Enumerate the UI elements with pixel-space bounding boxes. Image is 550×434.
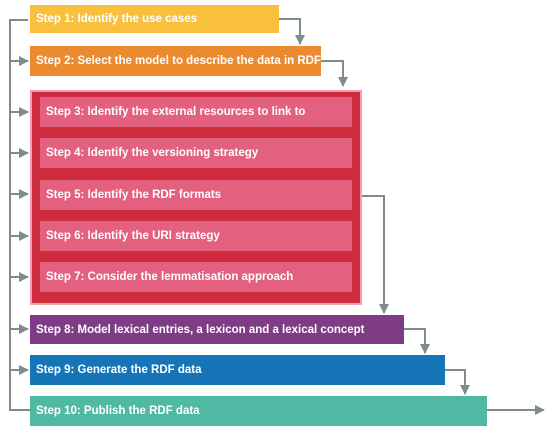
step-10-label: Step 10: Publish the RDF data [36,405,200,417]
step-7-box: Step 7: Consider the lemmatisation appro… [40,262,352,292]
step-10-box: Step 10: Publish the RDF data [30,396,487,426]
step-4-box: Step 4: Identify the versioning strategy [40,138,352,168]
feedback-line [9,19,30,411]
step-2-label: Step 2: Select the model to describe the… [36,55,322,67]
step-8-label: Step 8: Model lexical entries, a lexicon… [36,323,365,336]
steps-3-7-group-border [30,90,362,305]
step-8-box: Step 8: Model lexical entries, a lexicon… [30,315,404,344]
arrow-s8-s9 [404,328,430,354]
step-5-box: Step 5: Identify the RDF formats [40,180,352,210]
step-4-label: Step 4: Identify the versioning strategy [46,147,259,159]
step-7-label: Step 7: Consider the lemmatisation appro… [46,271,294,283]
step-3-box: Step 3: Identify the external resources … [40,97,352,127]
step-1-box: Step 1: Identify the use cases [30,5,279,33]
step-6-box: Step 6: Identify the URI strategy [40,221,352,251]
step-6-label: Step 6: Identify the URI strategy [46,230,220,242]
arrow-s1-s2 [279,18,305,45]
arrow-s9-s10 [445,369,470,395]
step-3-label: Step 3: Identify the external resources … [46,106,306,118]
step-2-box: Step 2: Select the model to describe the… [30,46,321,76]
step-5-label: Step 5: Identify the RDF formats [46,189,222,201]
step-1-label: Step 1: Identify the use cases [36,13,198,25]
step-9-box: Step 9: Generate the RDF data [30,355,445,385]
arrow-group-s8 [362,195,389,314]
arrow-s2-s3 [321,60,348,87]
step-9-label: Step 9: Generate the RDF data [36,364,202,376]
